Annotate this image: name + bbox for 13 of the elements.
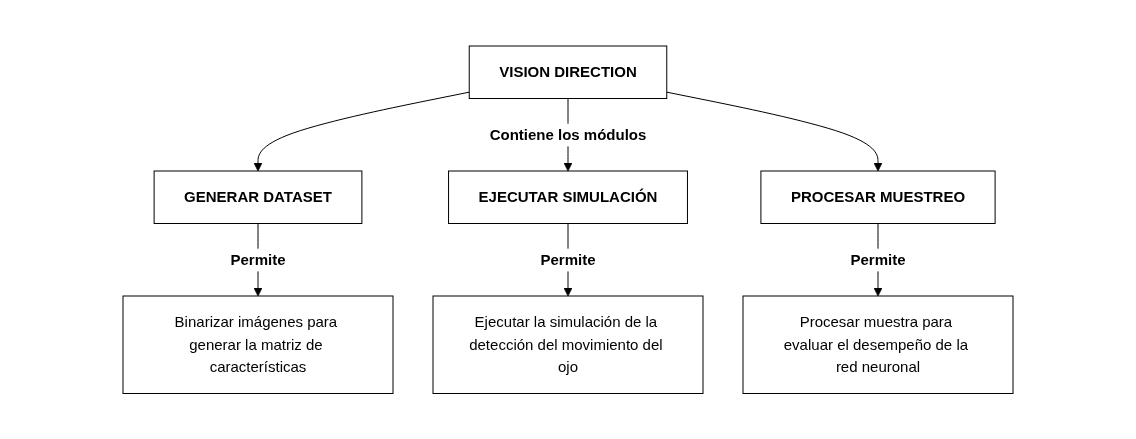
edge-label: Permite: [230, 250, 286, 268]
node-box: Binarizar imágenes para generar la matriz de características: [122, 295, 394, 394]
arrow: [666, 91, 883, 172]
edge-label: Permite: [540, 250, 596, 268]
arrow: [253, 91, 470, 172]
edge-label: Permite: [850, 250, 906, 268]
edge-label: Contiene los módulos: [489, 125, 647, 143]
node-box: GENERAR DATASET: [153, 170, 363, 224]
node-box: EJECUTAR SIMULACIÓN: [448, 170, 688, 224]
node-box: PROCESAR MUESTREO: [760, 170, 996, 224]
node-box: Procesar muestra para evaluar el desempeño de la red neuronal: [742, 295, 1014, 394]
node-box: Ejecutar la simulación de la detección del movimiento del ojo: [432, 295, 704, 394]
node-box: VISION DIRECTION: [468, 45, 668, 99]
